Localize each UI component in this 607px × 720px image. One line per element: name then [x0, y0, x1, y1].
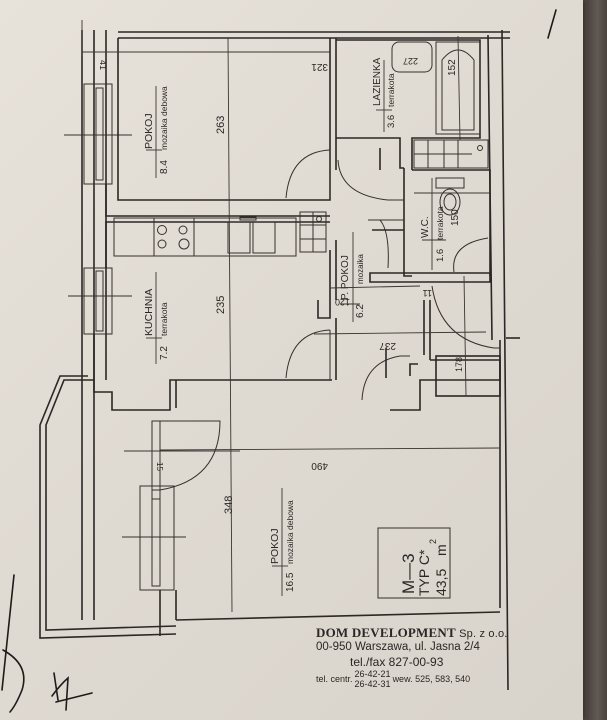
bathtub: 152	[435, 35, 481, 141]
room-name: POKOJ	[143, 113, 155, 149]
centr-label: tel. centr.	[316, 674, 353, 685]
balcony-door: 15	[124, 420, 240, 500]
room-area: 16.5	[285, 572, 296, 592]
dim-178: 178	[454, 357, 464, 372]
bathroom-sink: 227	[391, 41, 433, 73]
company-name: DOM DEVELOPMENT	[316, 625, 456, 640]
room-label-kuchnia: KUCHNIA 7.2 terrakota	[143, 272, 170, 364]
apartment-area-unit-sup: 2	[428, 539, 438, 544]
toilet	[414, 177, 490, 216]
dim-15: 15	[155, 462, 164, 471]
centr-number-1: 26-42-21	[354, 669, 391, 680]
room-label-p-pokoj: P. POKOJ 6.2 mozaika	[340, 232, 366, 322]
company-fax: tel./fax 827-00-93	[350, 654, 444, 669]
door-room-1	[285, 149, 331, 200]
apartment-info-box: M—3 TYP C* 43,5 m 2	[377, 527, 451, 599]
door-wc-inner	[453, 237, 489, 273]
dim-227: 227	[403, 56, 418, 66]
room-area: 8.4	[159, 160, 170, 174]
room-floor: mozaika debowa	[285, 500, 295, 564]
company-name-line: DOM DEVELOPMENT Sp. z o.o.	[316, 625, 516, 641]
dim-150: 150	[450, 209, 461, 226]
room-area: 6.2	[355, 304, 366, 318]
room-area: 7.2	[159, 346, 170, 360]
dim-235: 235	[215, 296, 227, 314]
room-name: POKOJ	[269, 528, 281, 564]
dim-348: 348	[223, 496, 235, 514]
room-name: W.C.	[420, 216, 431, 238]
sink-icon	[227, 216, 276, 254]
room-area: 1.6	[435, 249, 446, 262]
room-label-pokoj-1: POKOJ 8.4 mozaika debowa	[143, 86, 170, 178]
room-name: KUCHNIA	[143, 289, 155, 336]
company-legal-suffix: Sp. z o.o.	[459, 628, 508, 640]
apartment-type: TYP C*	[416, 549, 432, 596]
dim-237: 237	[379, 340, 396, 351]
apartment-unit: M—3	[399, 553, 418, 594]
stove-icon	[157, 225, 190, 250]
dim-41: 41	[98, 60, 108, 70]
room-label-wc: W.C. 1.6 terrakota	[420, 178, 446, 270]
dim-120: 120	[335, 297, 350, 307]
door-entrance	[431, 285, 500, 349]
kitchen-cabinet	[299, 211, 327, 253]
door-kitchen	[285, 329, 331, 380]
handwritten-signature	[1, 9, 557, 713]
room-floor: terrakota	[159, 302, 169, 336]
door-wc	[368, 219, 404, 269]
room-floor: mozaika debowa	[159, 86, 169, 150]
kitchen-counter	[113, 216, 297, 257]
window-big-room	[122, 485, 186, 591]
door-bathroom	[337, 159, 404, 201]
dim-321: 321	[311, 61, 328, 72]
room-floor: terrakota	[386, 73, 396, 107]
centr-extensions: wew. 525, 583, 540	[392, 674, 471, 685]
dim-152: 152	[447, 59, 458, 76]
room-name: P. POKOJ	[340, 255, 351, 300]
apartment-area: 43,5	[433, 569, 449, 596]
dim-263: 263	[215, 116, 227, 134]
dim-11: 11	[423, 288, 432, 298]
room-label-pokoj-2: POKOJ 16.5 mozaika debowa	[269, 488, 296, 596]
apartment-area-unit: m	[433, 544, 449, 556]
window-room-1	[64, 83, 132, 185]
room-floor: mozaika	[356, 254, 365, 284]
company-central-phone: tel. centr. 26-42-21 26-42-31 wew. 525, …	[316, 669, 516, 689]
room-area: 3.6	[386, 115, 397, 128]
centr-numbers: 26-42-21 26-42-31	[354, 669, 391, 689]
dim-490: 490	[311, 460, 328, 471]
company-address: 00-950 Warszawa, ul. Jasna 2/4	[316, 641, 480, 654]
room-label-lazienka: LAZIENKA 3.6 terrakota	[372, 57, 397, 132]
dimension-lines	[81, 20, 501, 613]
window-kitchen	[68, 267, 132, 335]
company-stamp: DOM DEVELOPMENT Sp. z o.o. 00-950 Warsza…	[316, 625, 516, 689]
door-hall-big-room	[361, 355, 410, 401]
washing-machine-shelf	[413, 139, 489, 169]
interior-walls	[117, 38, 501, 608]
centr-number-2: 26-42-31	[354, 678, 391, 689]
room-name: LAZIENKA	[372, 57, 383, 106]
room-floor: terrakota	[435, 206, 445, 240]
